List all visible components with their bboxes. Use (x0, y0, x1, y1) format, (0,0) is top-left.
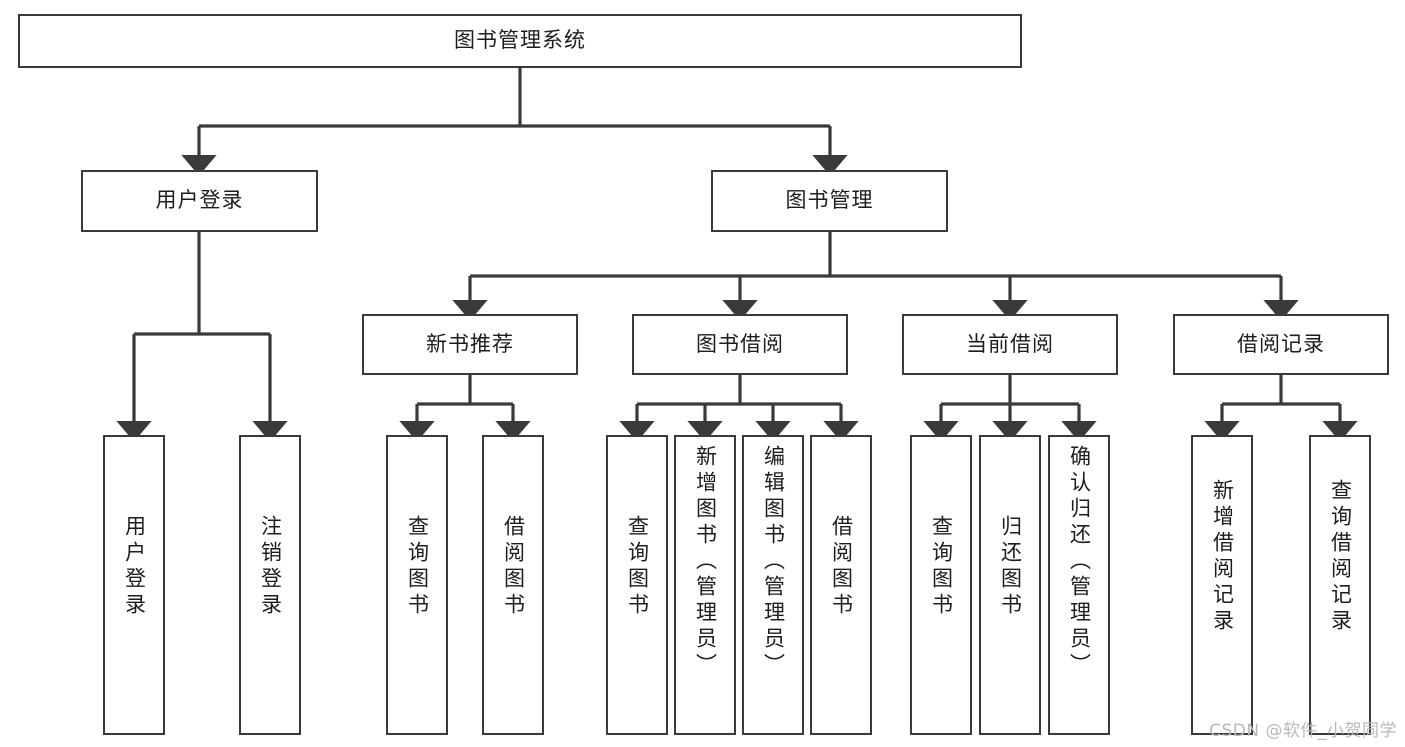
node-book-borrow[interactable]: 图书借阅 (632, 314, 848, 375)
node-label: 图书管理 (785, 188, 874, 213)
watermark-text: CSDN @软件_小贺同学 (1209, 721, 1397, 741)
node-label: 归还图书 (998, 515, 1023, 619)
node-leaf-query-book-3[interactable]: 查询图书 (910, 435, 972, 735)
node-label: 图书管理系统 (454, 28, 586, 53)
node-label: 查询借阅记录 (1328, 479, 1353, 635)
node-label: 确认归还（管理员） (1067, 445, 1092, 679)
node-borrow-record[interactable]: 借阅记录 (1173, 314, 1389, 375)
node-book-management[interactable]: 图书管理 (711, 170, 948, 232)
node-leaf-user-login[interactable]: 用户登录 (103, 435, 165, 735)
node-leaf-query-book-2[interactable]: 查询图书 (606, 435, 668, 735)
node-leaf-user-logout[interactable]: 注销登录 (239, 435, 301, 735)
node-leaf-query-book-1[interactable]: 查询图书 (386, 435, 448, 735)
node-leaf-edit-book[interactable]: 编辑图书（管理员） (742, 435, 804, 735)
node-leaf-add-book[interactable]: 新增图书（管理员） (674, 435, 736, 735)
node-label: 编辑图书（管理员） (761, 445, 786, 679)
node-label: 查询图书 (405, 515, 430, 619)
node-root-book-management-system[interactable]: 图书管理系统 (18, 14, 1022, 68)
node-label: 用户登录 (155, 188, 244, 213)
node-user-login[interactable]: 用户登录 (81, 170, 318, 232)
node-leaf-query-record[interactable]: 查询借阅记录 (1309, 435, 1371, 735)
node-leaf-borrow-book-1[interactable]: 借阅图书 (482, 435, 544, 735)
node-new-book-recommend[interactable]: 新书推荐 (362, 314, 578, 375)
node-label: 查询图书 (929, 515, 954, 619)
node-label: 当前借阅 (966, 331, 1054, 356)
node-label: 借阅图书 (501, 515, 526, 619)
node-label: 查询图书 (625, 515, 650, 619)
node-label: 新增借阅记录 (1210, 479, 1235, 635)
node-leaf-return-book[interactable]: 归还图书 (979, 435, 1041, 735)
node-leaf-confirm-return[interactable]: 确认归还（管理员） (1048, 435, 1110, 735)
node-label: 图书借阅 (696, 331, 784, 356)
node-leaf-add-record[interactable]: 新增借阅记录 (1191, 435, 1253, 735)
node-leaf-borrow-book-2[interactable]: 借阅图书 (810, 435, 872, 735)
node-label: 借阅记录 (1237, 331, 1325, 356)
node-label: 新增图书（管理员） (693, 445, 718, 679)
node-current-borrow[interactable]: 当前借阅 (902, 314, 1118, 375)
node-label: 用户登录 (122, 515, 147, 619)
node-label: 借阅图书 (829, 515, 854, 619)
node-label: 注销登录 (258, 515, 283, 619)
node-label: 新书推荐 (426, 331, 514, 356)
